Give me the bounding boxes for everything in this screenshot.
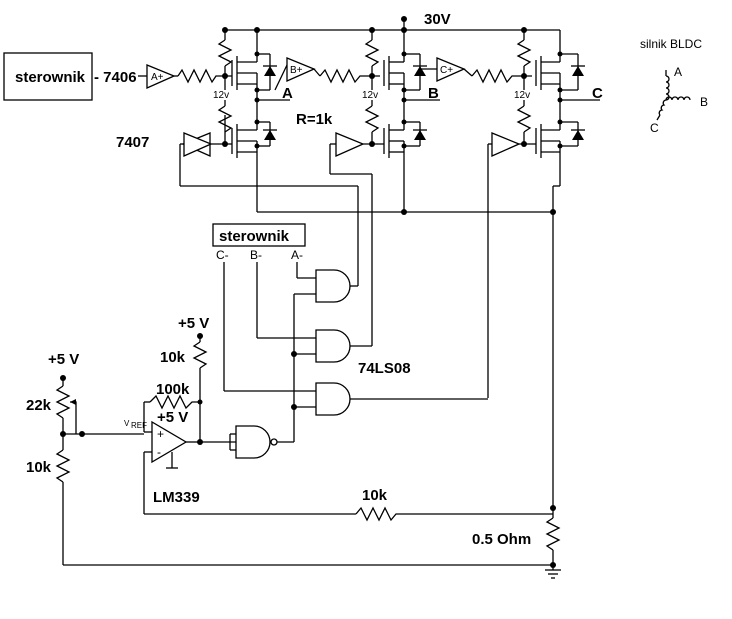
motor-a-label: A <box>674 65 682 79</box>
resistor-10k-pullup <box>192 341 208 369</box>
resistor-pullup-c <box>516 39 532 67</box>
ic-7407-label: 7407 <box>116 134 149 151</box>
r-shunt-label: 0.5 Ohm <box>472 531 531 548</box>
motor-winding-symbol <box>656 70 691 121</box>
vref-sub-label: REF <box>131 421 147 430</box>
op-plus-label: + <box>157 427 164 441</box>
v12-c-label: 12v <box>514 90 530 101</box>
resistor-100k <box>149 394 200 410</box>
resistor-10k-divider <box>55 449 71 483</box>
r-10k-divider-label: 10k <box>26 459 52 476</box>
resistor-shunt <box>545 517 561 551</box>
ctrl-b-minus-label: B- <box>250 248 262 262</box>
and-gate-a <box>315 269 351 303</box>
controller-top-label: sterownik <box>15 69 86 86</box>
resistor-low-b <box>364 105 380 133</box>
resistor-pullup-b <box>364 39 380 67</box>
and-gate-b <box>315 329 351 363</box>
v12-a-label: 12v <box>213 90 229 101</box>
buffer-c-low <box>491 132 521 158</box>
buffer-b-plus <box>286 57 316 83</box>
plus5v-b-label: +5 V <box>178 315 209 332</box>
motor-c-label: C <box>650 121 659 135</box>
ic-7406-label: - 7406 <box>94 69 137 86</box>
gate-b-plus-label: B+ <box>290 65 303 76</box>
ctrl-a-minus-label: A- <box>291 248 303 262</box>
resistor-gate-a <box>177 68 232 84</box>
supply-30v-label: 30V <box>424 11 451 28</box>
controller-box-mid <box>212 223 306 247</box>
phase-c-label: C <box>592 85 603 102</box>
phase-a-label: A <box>282 85 293 102</box>
gate-c-plus-label: C+ <box>440 65 453 76</box>
motor-b-label: B <box>700 95 708 109</box>
resistor-low-a <box>217 105 233 133</box>
pot-22k-label: 22k <box>26 397 52 414</box>
pot-22k <box>55 385 71 419</box>
r-value-label: R=1k <box>296 111 333 128</box>
plus5v-c-label: +5 V <box>157 409 188 426</box>
controller-mid-label: sterownik <box>219 228 290 245</box>
phase-b-label: B <box>428 85 439 102</box>
resistor-10k-feedback <box>355 506 553 522</box>
comparator-lm339 <box>151 420 188 464</box>
buffer-b-low <box>335 132 365 158</box>
and-gate-c <box>315 382 351 416</box>
r-10k-feedback-label: 10k <box>362 487 388 504</box>
nand-bubble <box>270 438 278 446</box>
ic-74ls08-label: 74LS08 <box>358 360 411 377</box>
resistor-gate-c <box>471 68 532 84</box>
vref-label: V <box>124 419 130 428</box>
r-10k-pullup-label: 10k <box>160 349 186 366</box>
op-minus-label: - <box>157 445 161 459</box>
resistor-pullup-a <box>217 39 233 67</box>
resistor-low-c <box>516 105 532 133</box>
ctrl-c-minus-label: C- <box>216 248 229 262</box>
plus5v-a-label: +5 V <box>48 351 79 368</box>
r-100k-label: 100k <box>156 381 190 398</box>
ic-lm339-label: LM339 <box>153 489 200 506</box>
gate-a-plus-label: A+ <box>151 72 164 83</box>
motor-title-label: silnik BLDC <box>640 37 702 51</box>
resistor-gate-b <box>319 68 380 84</box>
nand-gate <box>235 425 271 459</box>
v12-b-label: 12v <box>362 90 378 101</box>
controller-box-top <box>3 52 93 101</box>
